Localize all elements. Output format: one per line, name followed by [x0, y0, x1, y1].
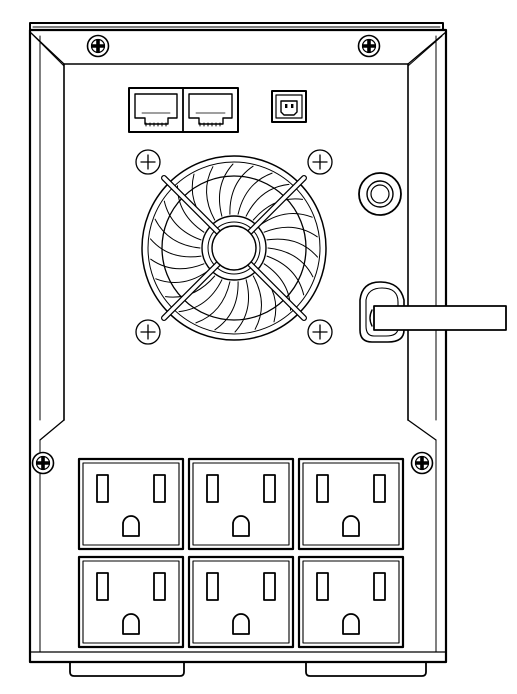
fan-blade [150, 238, 202, 258]
fan-blade [219, 163, 234, 217]
rj45-port-icon [134, 93, 178, 127]
fan-mount-screw [135, 149, 161, 175]
fan-blade [154, 218, 201, 249]
fan-blade [267, 247, 314, 278]
phillips-screw-icon [31, 451, 55, 475]
fan-mount-screw [307, 149, 333, 175]
fan-blade [234, 279, 249, 333]
fan-mount-screw [307, 319, 333, 345]
nema-5-15-outlet-icon [297, 457, 405, 551]
fan-blade [214, 281, 239, 331]
fan-blade [206, 166, 216, 221]
fan-icon [135, 149, 333, 345]
fan-blade [252, 275, 262, 330]
fan-blade [163, 200, 202, 241]
fan-blade [266, 255, 305, 296]
power-cord-icon [359, 281, 507, 343]
fan-blade [263, 226, 318, 238]
rj45-port-icon [188, 93, 233, 127]
nema-5-15-outlet-icon [187, 457, 295, 551]
fan-blade [178, 279, 223, 313]
fan-blade [237, 172, 273, 215]
nema-5-15-outlet-icon [77, 555, 185, 649]
nema-5-15-outlet-icon [297, 555, 405, 649]
bottom-feet [69, 659, 427, 677]
phillips-screw-icon [86, 34, 110, 58]
nema-5-15-outlet-icon [187, 555, 295, 649]
fan-blade [229, 165, 254, 215]
fan-blade [245, 183, 290, 217]
fan-blade [150, 258, 205, 270]
fan-blade [195, 281, 231, 324]
nema-5-15-outlet-icon [77, 457, 185, 551]
fan-mount-screw [135, 319, 161, 345]
breaker-reset-button-icon [358, 172, 402, 216]
usb-b-port-icon [271, 90, 307, 123]
fan-blade [155, 270, 210, 284]
fan-blades [150, 163, 318, 333]
phillips-screw-icon [357, 34, 381, 58]
phillips-screw-icon [410, 451, 434, 475]
rj45-ports [128, 87, 239, 133]
fan-blade [266, 238, 318, 258]
fan-blade [258, 212, 313, 226]
